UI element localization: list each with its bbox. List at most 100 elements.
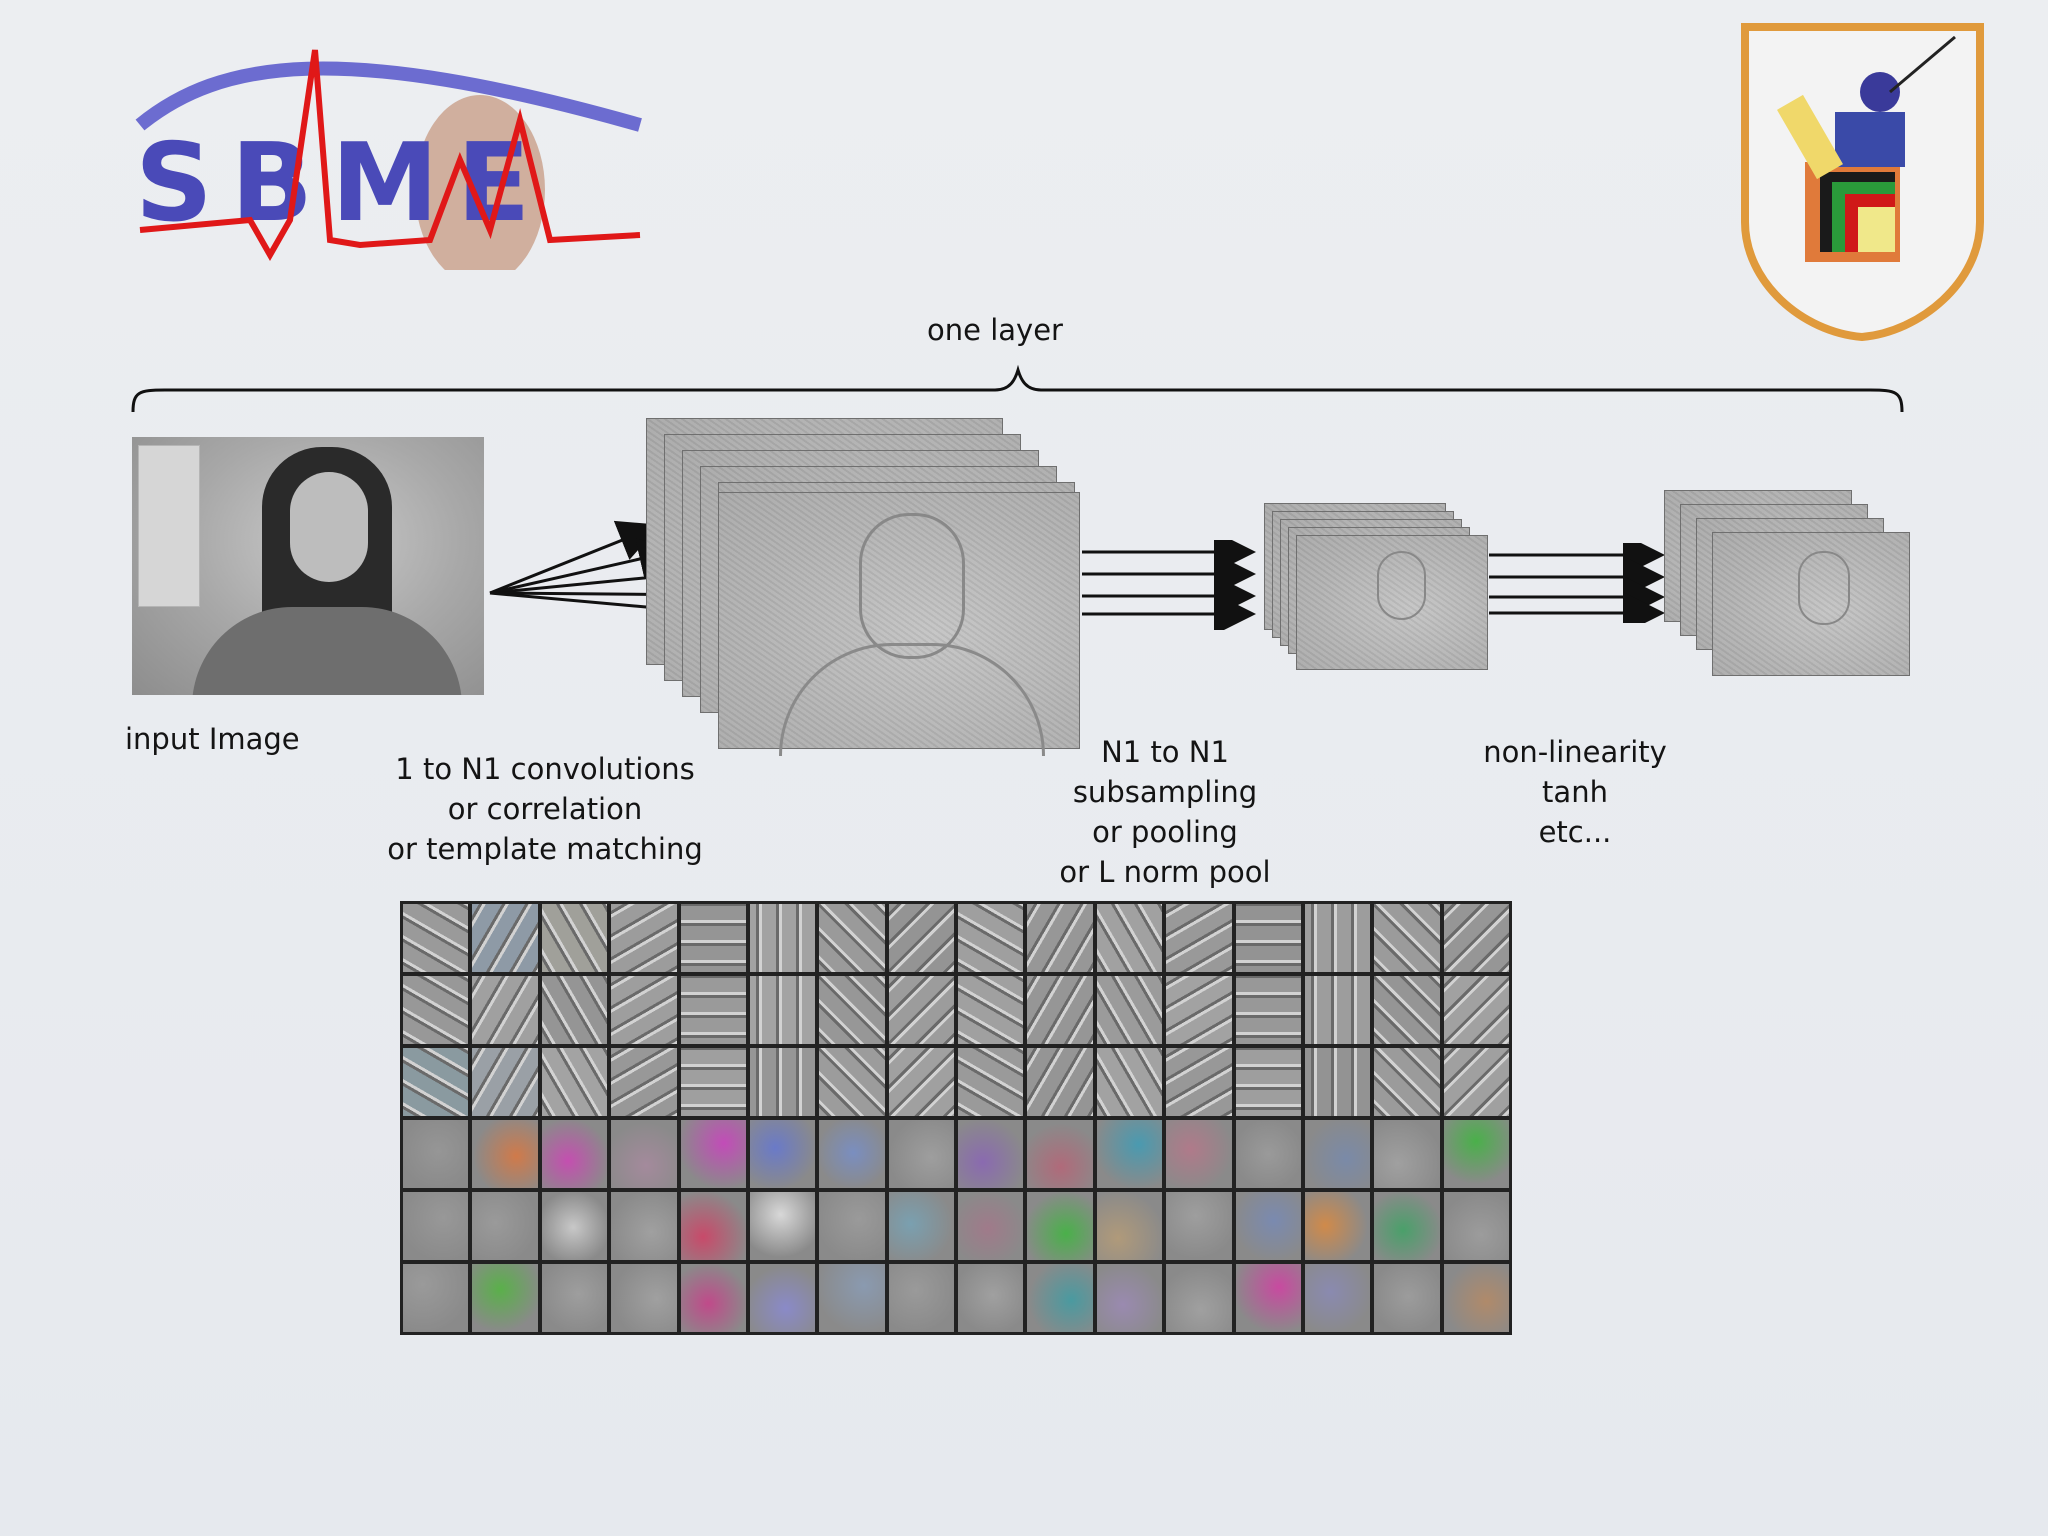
filter-cell [403, 1120, 469, 1188]
filter-cell [819, 976, 885, 1044]
filter-cell [958, 904, 1024, 972]
pool-arrows [1082, 540, 1256, 630]
nonlin-map-4 [1712, 532, 1910, 676]
filter-cell [1027, 1264, 1093, 1332]
filter-cell [611, 976, 677, 1044]
filter-cell [1374, 1192, 1440, 1260]
filter-cell [680, 1048, 746, 1116]
filter-cell [1374, 904, 1440, 972]
learned-filters-grid [400, 901, 1512, 1335]
pool-label-line-2: subsampling [1072, 775, 1258, 809]
filter-cell [1027, 1192, 1093, 1260]
filter-cell [403, 904, 469, 972]
filter-cell [472, 1120, 538, 1188]
filter-cell [749, 1120, 816, 1188]
filter-cell [1166, 1048, 1232, 1116]
filter-cell [749, 904, 816, 972]
filter-cell [680, 904, 746, 972]
layer-label: one layer [927, 313, 1063, 347]
filter-cell [1096, 1264, 1163, 1332]
filter-cell [1166, 1264, 1232, 1332]
filter-cell [819, 1120, 885, 1188]
nonlin-label-line-1: non-linearity [1483, 735, 1667, 769]
filter-cell [1027, 1120, 1093, 1188]
filter-cell [541, 904, 608, 972]
filter-cell [472, 1192, 538, 1260]
filter-cell [611, 1048, 677, 1116]
filter-cell [680, 976, 746, 1044]
filter-cell [1304, 904, 1371, 972]
filter-cell [1096, 1192, 1163, 1260]
filter-cell [403, 1048, 469, 1116]
input-image [132, 437, 484, 695]
filter-cell [1027, 976, 1093, 1044]
filter-cell [1443, 1048, 1509, 1116]
filter-cell [1096, 1120, 1163, 1188]
pool-label-line-3: or pooling [1092, 815, 1238, 849]
nonlin-map-face [1798, 551, 1850, 625]
filter-cell [749, 1264, 816, 1332]
filter-cell [1235, 1048, 1301, 1116]
filter-cell [819, 1048, 885, 1116]
filter-cell [1304, 1048, 1371, 1116]
filter-cell [958, 1192, 1024, 1260]
filter-cell [1166, 976, 1232, 1044]
filter-cell [611, 1120, 677, 1188]
filter-cell [1166, 1120, 1232, 1188]
filter-cell [1374, 976, 1440, 1044]
filter-cell [888, 1048, 954, 1116]
nonlin-label-line-2: tanh [1542, 775, 1608, 809]
filter-cell [819, 904, 885, 972]
filter-cell [888, 1264, 954, 1332]
filter-cell [1235, 1264, 1301, 1332]
filter-cell [1096, 1048, 1163, 1116]
filter-cell [541, 1048, 608, 1116]
filter-cell [749, 1048, 816, 1116]
filter-cell [1235, 1192, 1301, 1260]
filter-cell [1235, 976, 1301, 1044]
filter-cell [1235, 1120, 1301, 1188]
filter-cell [1166, 1192, 1232, 1260]
filter-cell [1443, 1120, 1509, 1188]
filter-cell [819, 1192, 885, 1260]
filter-cell [472, 976, 538, 1044]
filter-cell [541, 1120, 608, 1188]
filter-cell [1027, 904, 1093, 972]
filter-cell [1096, 904, 1163, 972]
filter-cell [403, 976, 469, 1044]
filter-cell [403, 1192, 469, 1260]
filter-cell [611, 904, 677, 972]
layer-brace [131, 364, 1904, 413]
pooled-map-5 [1296, 535, 1488, 670]
filter-cell [888, 976, 954, 1044]
filter-cell [749, 976, 816, 1044]
input-image-label: input Image [125, 722, 300, 756]
filter-cell [403, 1264, 469, 1332]
filter-cell [958, 1120, 1024, 1188]
filter-cell [611, 1264, 677, 1332]
conv-label-line-2: or correlation [447, 792, 643, 826]
filter-cell [1304, 1120, 1371, 1188]
filter-cell [958, 976, 1024, 1044]
filter-cell [472, 904, 538, 972]
pool-label-line-1: N1 to N1 [1101, 735, 1229, 769]
filter-cell [819, 1264, 885, 1332]
filter-cell [1443, 904, 1509, 972]
conv-label-line-3: or template matching [387, 832, 703, 866]
filter-cell [749, 1192, 816, 1260]
conv-label-line-1: 1 to N1 convolutions [395, 752, 695, 786]
filter-cell [888, 904, 954, 972]
photo-shoulders [192, 607, 462, 695]
filter-cell [1166, 904, 1232, 972]
pooled-map-face [1377, 551, 1426, 620]
filter-cell [1374, 1048, 1440, 1116]
conv-label: 1 to N1 convolutions or correlation or t… [370, 749, 720, 869]
filter-cell [1027, 1048, 1093, 1116]
filter-cell [1096, 976, 1163, 1044]
filter-cell [472, 1048, 538, 1116]
photo-wall-poster [138, 445, 200, 607]
nonlin-arrows [1489, 543, 1665, 623]
filter-cell [680, 1120, 746, 1188]
filter-cell [1374, 1264, 1440, 1332]
nonlin-label: non-linearity tanh etc... [1440, 732, 1710, 852]
